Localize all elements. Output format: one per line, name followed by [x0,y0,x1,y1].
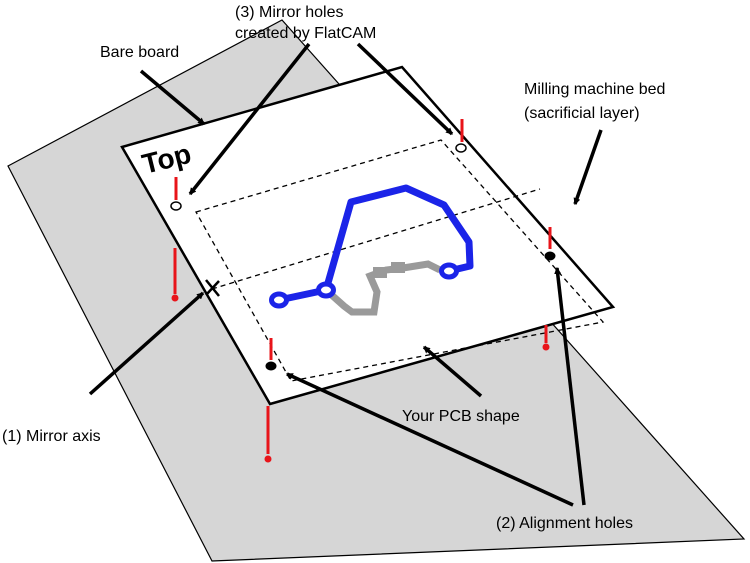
bare-board-label: Bare board [100,44,179,61]
alignment-holes-label: (2) Alignment holes [496,515,633,532]
pcb-shape-outline [195,139,605,382]
arrow-milling-bed [573,129,603,206]
milling-bed-label-line1: Milling machine bed [524,81,665,98]
arrow-alignment-hole-right [554,266,586,506]
top-trace-pads [269,262,459,309]
mirror-axis-line [211,188,541,290]
arrow-bare-board [139,69,206,126]
arrow-mirror-hole-left [188,42,311,196]
mirror-axis-marker [205,279,220,297]
milling-bed-label-line2: (sacrificial layer) [524,105,640,122]
bottom-trace-pads [373,262,405,278]
alignment-hole-left [265,338,277,371]
mirror-axis-label: (1) Mirror axis [2,428,101,445]
pin-below-right [542,325,550,351]
arrow-alignment-hole-left [285,372,574,507]
pin-below-left [171,248,179,302]
bottom-trace [323,260,442,316]
pcb-shape-label: Your PCB shape [402,408,520,425]
pin-below-bottom [264,406,272,463]
arrow-mirror-axis [88,291,205,396]
arrow-pcb-shape [422,345,483,398]
alignment-hole-right [544,227,556,261]
arrow-mirror-hole-right [356,42,454,136]
mirror-hole-left [170,177,182,211]
mirror-holes-label-line2: created by FlatCAM [235,25,376,42]
mirror-holes-label-line1: (3) Mirror holes [235,4,343,21]
callout-arrows [88,42,603,507]
mirror-hole-right [455,119,467,153]
bare-board [120,65,616,406]
